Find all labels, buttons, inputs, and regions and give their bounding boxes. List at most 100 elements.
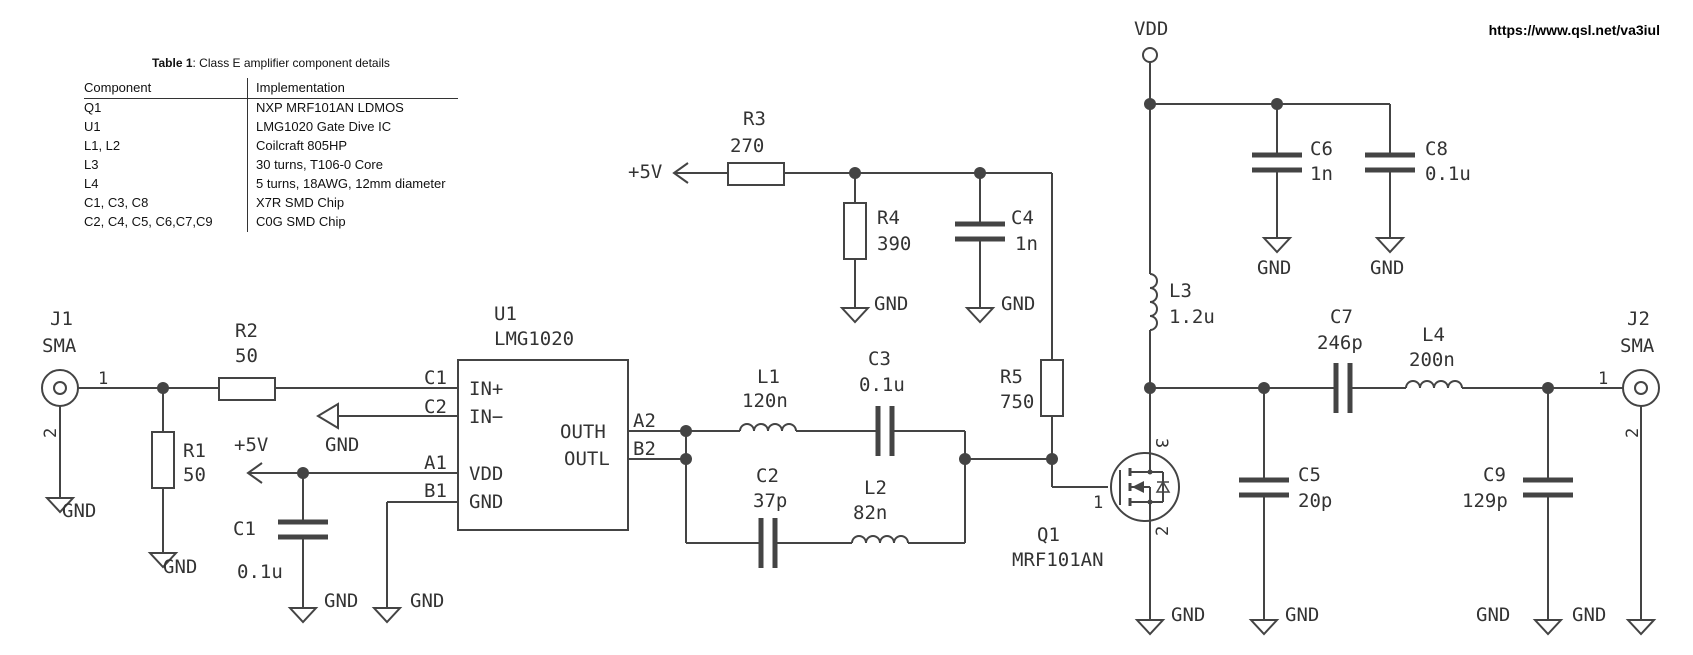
j1-pin2: 2	[41, 428, 61, 438]
c5-ref: C5	[1298, 464, 1321, 486]
l4-value: 200n	[1409, 349, 1455, 371]
l2-ref: L2	[864, 477, 887, 499]
c7-value: 246p	[1317, 332, 1363, 354]
c3-ref: C3	[868, 348, 891, 370]
cell-component: Q1	[84, 98, 248, 118]
j1-value: SMA	[42, 335, 77, 357]
c6-value: 1n	[1310, 163, 1333, 185]
q1-pin3: 3	[1151, 438, 1171, 448]
gnd-label: GND	[874, 293, 908, 315]
u1-vdd: VDD	[469, 463, 503, 485]
l3-value: 1.2u	[1169, 306, 1215, 328]
l2-inductor	[851, 431, 966, 544]
c8-ref: C8	[1425, 138, 1448, 160]
table-caption-label: Table 1	[152, 56, 193, 70]
c8-value: 0.1u	[1425, 163, 1471, 185]
c9-capacitor	[1523, 388, 1573, 635]
cell-implementation: X7R SMD Chip	[256, 195, 345, 210]
c3-capacitor	[875, 406, 965, 456]
l1-inductor	[686, 423, 878, 432]
table-header-row: Component Implementation	[84, 78, 458, 99]
table-row: C1, C3, C8 X7R SMD Chip	[84, 194, 458, 213]
j2-ref: J2	[1627, 308, 1650, 330]
table-caption-text: : Class E amplifier component details	[192, 56, 390, 70]
table-caption: Table 1: Class E amplifier component det…	[84, 56, 458, 70]
vdd-label: VDD	[1134, 18, 1168, 40]
table-row: L4 5 turns, 18AWG, 12mm diameter	[84, 175, 458, 194]
gnd-label: GND	[1370, 257, 1404, 279]
u1-vdd-net	[247, 462, 458, 522]
r5-resistor	[1040, 173, 1108, 488]
gnd-label: GND	[324, 590, 358, 612]
gnd-label: GND	[410, 590, 444, 612]
cell-implementation: NXP MRF101AN LDMOS	[256, 100, 404, 115]
c2-capacitor	[686, 518, 852, 568]
junction-dot	[1144, 382, 1156, 394]
table-row: U1 LMG1020 Gate Dive IC	[84, 118, 458, 137]
u1-ref: U1	[494, 303, 517, 325]
table-row: L3 30 turns, T106-0 Core	[84, 156, 458, 175]
cell-component: L3	[84, 156, 248, 175]
c9-ref: C9	[1483, 464, 1506, 486]
c1-capacitor	[278, 519, 328, 623]
c7-ref: C7	[1330, 306, 1353, 328]
r4-ref: R4	[877, 207, 900, 229]
junction-dot	[297, 467, 309, 479]
r3-resistor	[673, 162, 1052, 186]
junction-dot	[680, 453, 692, 465]
j2-connector	[1622, 369, 1660, 635]
l2-value: 82n	[853, 502, 887, 524]
source-url: https://www.qsl.net/va3iul	[1488, 22, 1660, 38]
c8-capacitor	[1365, 104, 1415, 253]
gnd-label: GND	[1171, 604, 1205, 626]
l4-ref: L4	[1422, 324, 1445, 346]
u1-output-net	[628, 430, 687, 543]
u1-pin-a1: A1	[424, 452, 447, 474]
r1-value: 50	[183, 464, 206, 486]
u1-pin-b1: B1	[424, 480, 447, 502]
r2-value: 50	[235, 345, 258, 367]
header-implementation: Implementation	[247, 78, 458, 99]
u1-value: LMG1020	[494, 328, 574, 350]
q1-mosfet	[1110, 452, 1180, 522]
cell-component: L4	[84, 175, 248, 194]
r4-value: 390	[877, 233, 911, 255]
q1-value: MRF101AN	[1012, 549, 1104, 571]
c5-value: 20p	[1298, 490, 1332, 512]
cell-component: L1, L2	[84, 137, 248, 156]
in-minus-gnd	[316, 402, 458, 430]
c5-capacitor	[1239, 388, 1289, 635]
gnd-label: GND	[163, 556, 197, 578]
cell-component: U1	[84, 118, 248, 137]
u1-in-minus: IN−	[469, 406, 503, 428]
gnd-label: GND	[1257, 257, 1291, 279]
cell-implementation: LMG1020 Gate Dive IC	[256, 119, 392, 134]
u1-outl: OUTL	[564, 448, 610, 470]
c4-value: 1n	[1015, 233, 1038, 255]
header-component: Component	[84, 78, 248, 99]
r1-resistor	[149, 388, 177, 568]
r2-resistor	[163, 377, 458, 401]
r3-ref: R3	[743, 108, 766, 130]
u1-gate-driver	[457, 359, 629, 531]
gnd-label: GND	[1476, 604, 1510, 626]
l3-ref: L3	[1169, 280, 1192, 302]
gnd-label: GND	[62, 500, 96, 522]
l4-inductor	[1405, 380, 1623, 389]
table-row: Q1 NXP MRF101AN LDMOS	[84, 98, 458, 118]
u1-pin-c1: C1	[424, 367, 447, 389]
r1-ref: R1	[183, 440, 206, 462]
j1-pin1: 1	[98, 369, 108, 389]
cell-implementation: 5 turns, 18AWG, 12mm diameter	[256, 176, 446, 191]
cell-component: C1, C3, C8	[84, 194, 248, 213]
r5-ref: R5	[1000, 366, 1023, 388]
l3-inductor	[1149, 273, 1158, 453]
u1-outh: OUTH	[560, 421, 606, 443]
c9-value: 129p	[1462, 490, 1508, 512]
r4-resistor	[841, 173, 869, 323]
l1-ref: L1	[757, 366, 780, 388]
u1-pin-c2: C2	[424, 396, 447, 418]
u1-pin-a2: A2	[633, 410, 656, 432]
cell-component: C2, C4, C5, C6,C7,C9	[84, 213, 248, 232]
cell-implementation: 30 turns, T106-0 Core	[256, 157, 383, 172]
